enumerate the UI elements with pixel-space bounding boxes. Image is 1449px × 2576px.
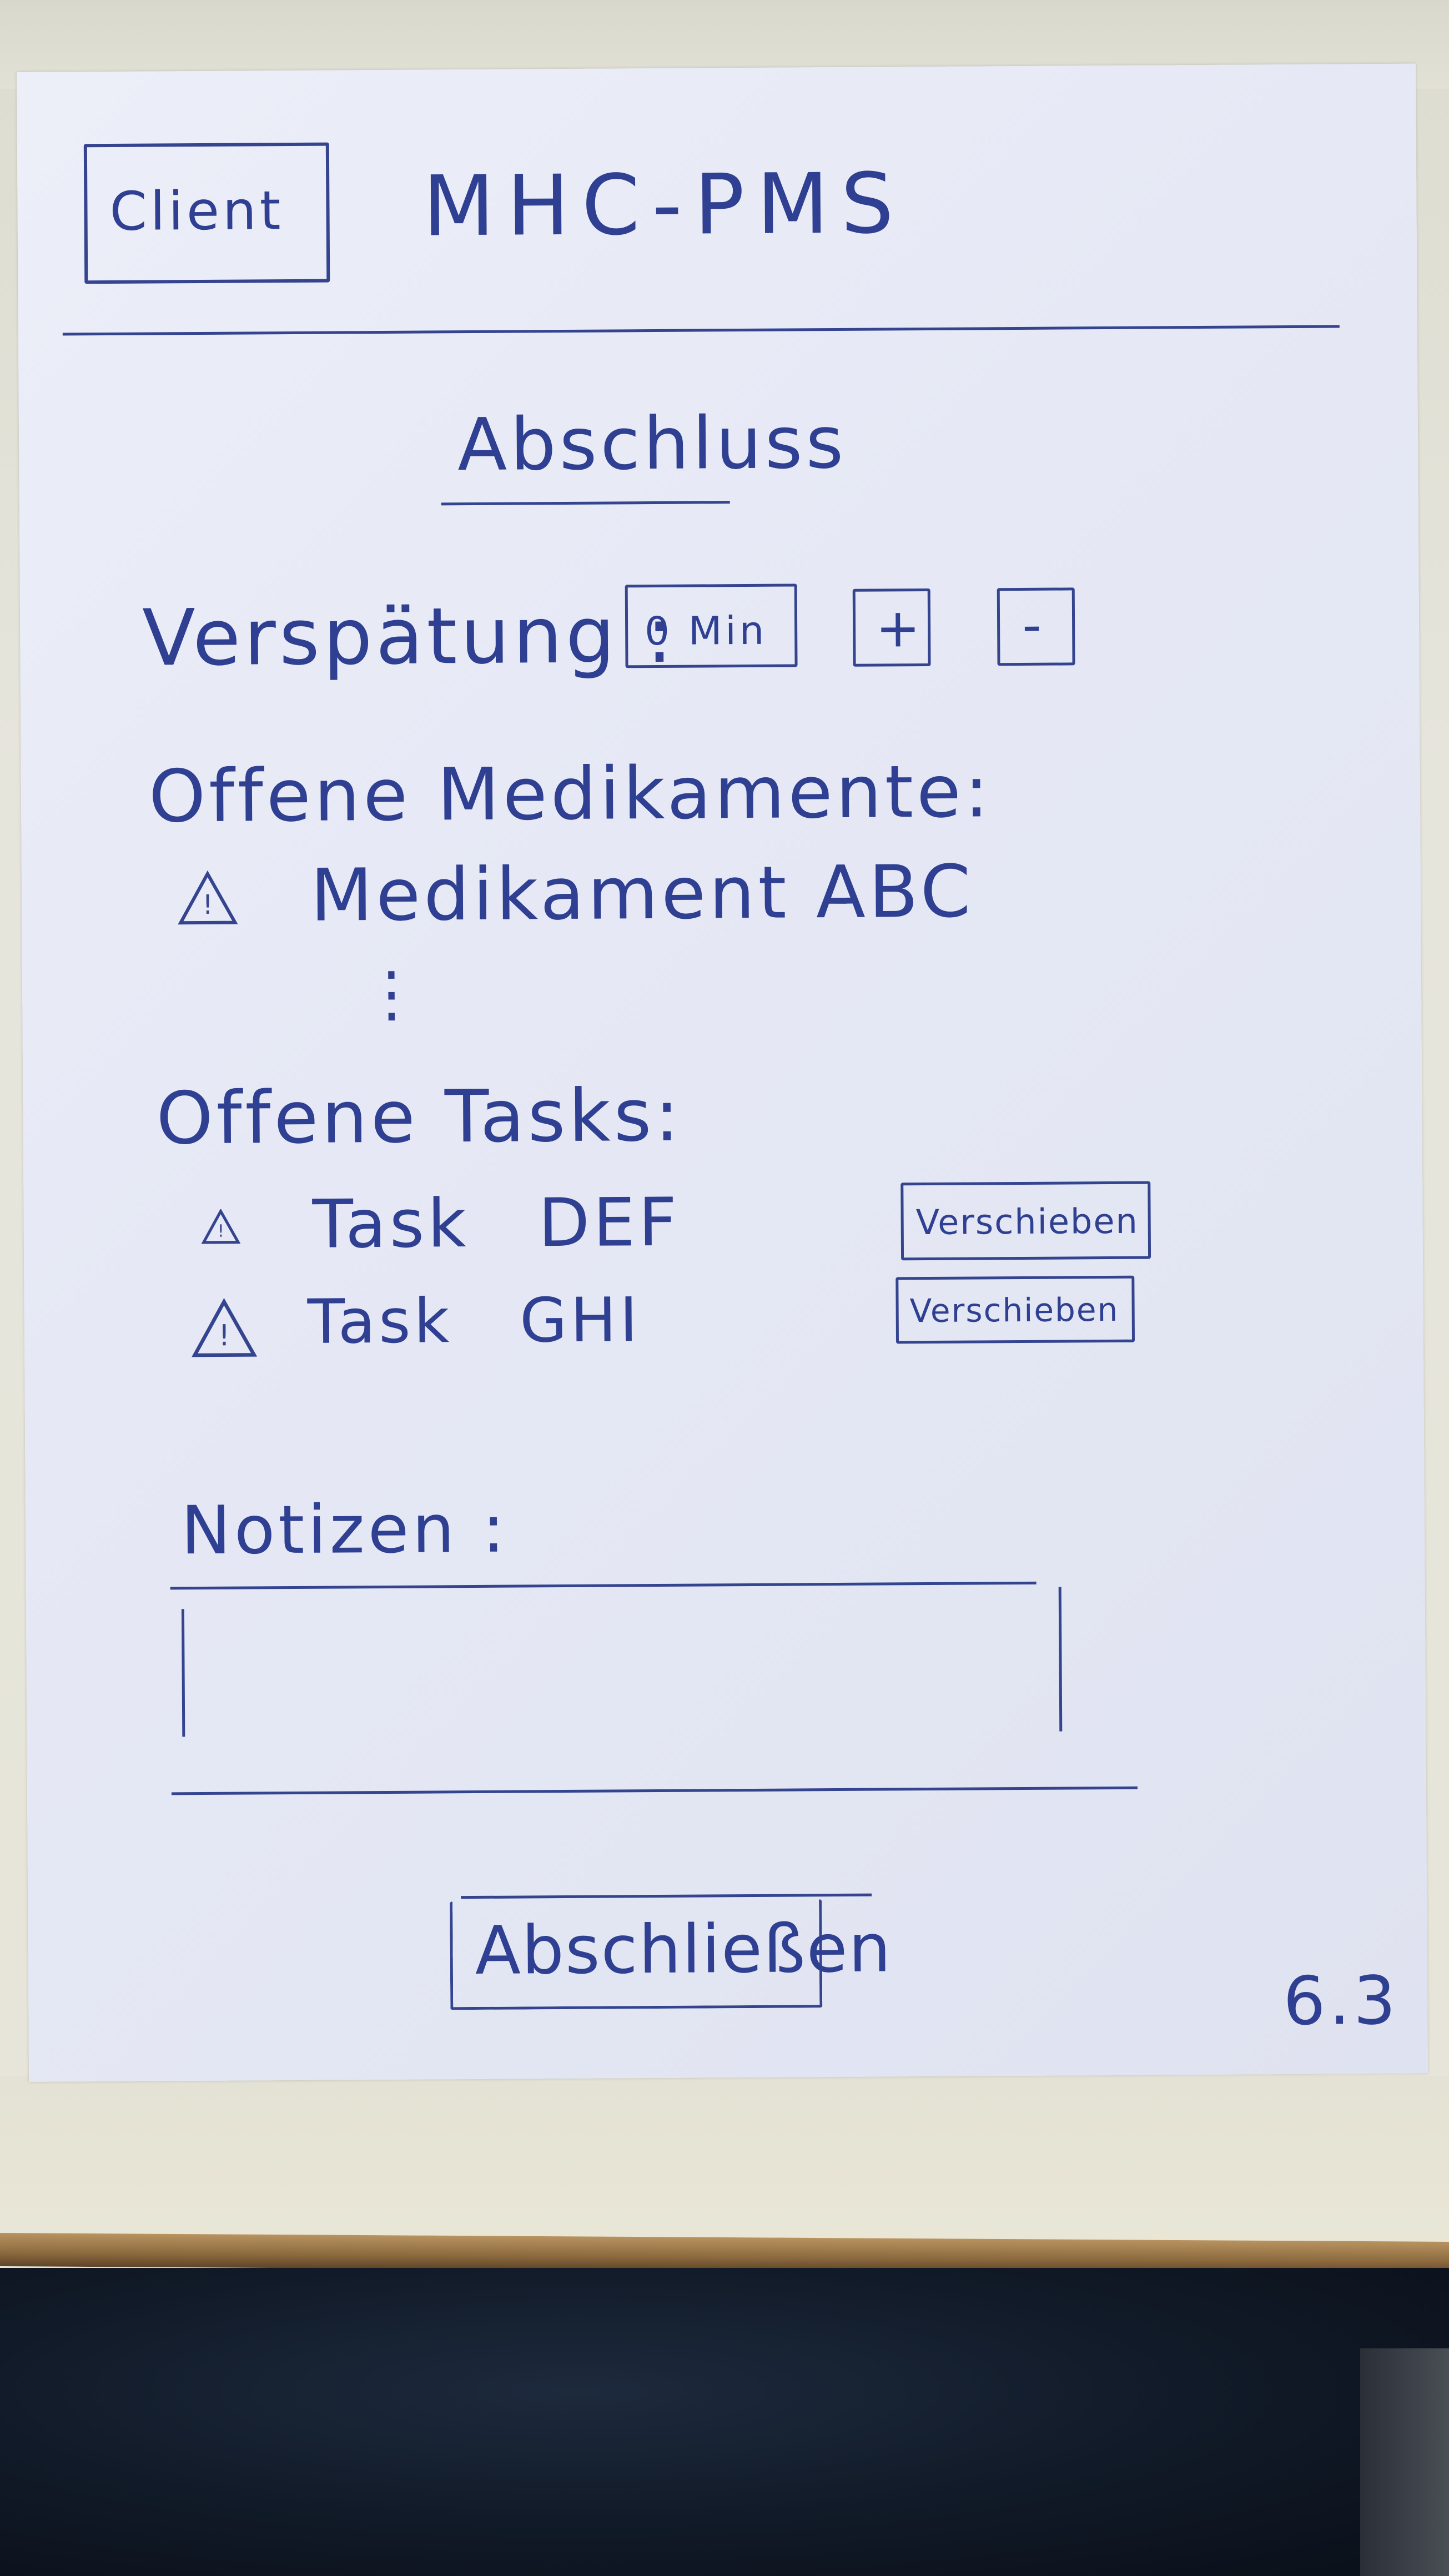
reschedule-button[interactable]: Verschieben (895, 1275, 1135, 1344)
notes-field-bottom (171, 1786, 1138, 1795)
reschedule-button[interactable]: Verschieben (900, 1181, 1151, 1261)
notes-input[interactable] (193, 1598, 1049, 1775)
notes-field-right (1058, 1587, 1063, 1732)
medications-more-ellipsis: ⋮ (360, 958, 426, 1030)
delay-decrement-button[interactable]: - (997, 587, 1075, 666)
header-divider (62, 325, 1340, 336)
notes-field-top (170, 1581, 1037, 1590)
increment-label: + (875, 597, 924, 660)
client-button-label: Client (109, 179, 284, 243)
delay-increment-button[interactable]: + (852, 588, 931, 667)
medication-item-label: Medikament ABC (310, 849, 974, 938)
page-number: 6.3 (1282, 1962, 1400, 2041)
task-item-label: Task DEF (312, 1184, 681, 1264)
notes-label: Notizen : (180, 1490, 509, 1570)
delay-value: 0 Min (644, 607, 768, 655)
medications-heading: Offene Medikamente: (148, 749, 993, 839)
task-item-label: Task GHI (307, 1284, 641, 1357)
reschedule-button-label: Verschieben (915, 1200, 1139, 1243)
tasks-heading: Offene Tasks: (156, 1073, 683, 1161)
table-surface (0, 2076, 1449, 2243)
client-button[interactable]: Client (83, 142, 330, 284)
submit-button[interactable]: Abschließen (450, 1899, 892, 2010)
delay-label: Verspätung : (142, 590, 676, 684)
svg-text:!: ! (218, 1319, 230, 1352)
page-title-underline (441, 501, 730, 506)
floor-background (0, 2268, 1449, 2576)
decrement-label: - (1022, 593, 1045, 656)
svg-text:!: ! (218, 1222, 224, 1241)
notes-field-left (181, 1609, 185, 1737)
paper-mockup: Client MHC-PMS Abschluss Verspätung : 0 … (17, 63, 1428, 2082)
submit-button-top (461, 1893, 872, 1899)
svg-text:!: ! (202, 889, 213, 920)
floor-object (1360, 2348, 1449, 2576)
submit-button-label: Abschließen (475, 1910, 892, 1990)
page-title: Abschluss (457, 400, 847, 487)
app-title: MHC-PMS (422, 155, 907, 255)
delay-value-field[interactable]: 0 Min (625, 583, 798, 668)
reschedule-button-label: Verschieben (909, 1290, 1119, 1330)
